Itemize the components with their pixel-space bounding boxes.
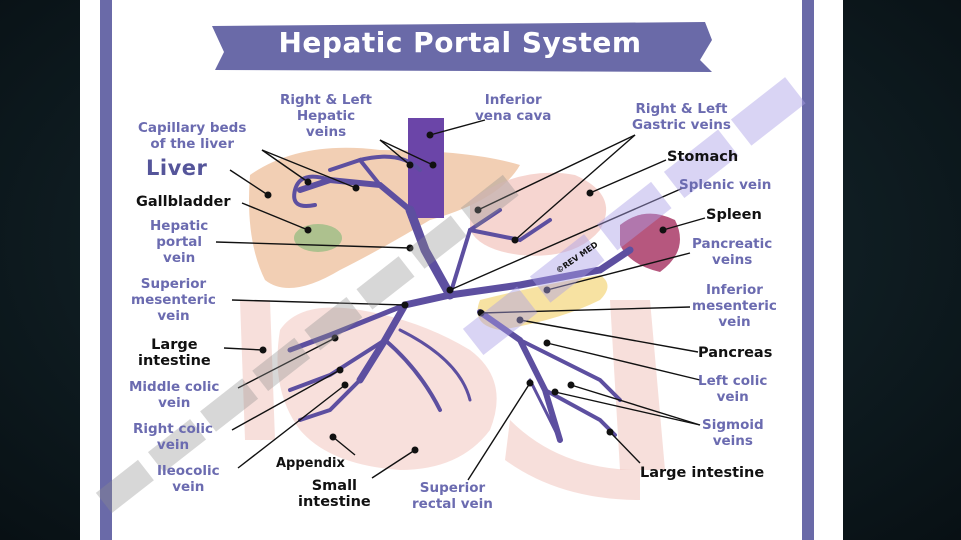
label-superior-mesenteric-vein: Superior mesenteric vein — [131, 276, 216, 324]
large-intestine-right-shape — [610, 300, 665, 470]
leader-lines — [215, 119, 706, 481]
leader-dots — [259, 131, 667, 454]
small-intestine-shape — [277, 307, 497, 470]
label-appendix: Appendix — [276, 456, 345, 471]
label-spleen: Spleen — [706, 207, 762, 223]
label-liver: Liver — [146, 156, 208, 180]
label-inferior-vena-cava: Inferior vena cava — [475, 92, 552, 124]
pancreas-shape — [477, 275, 608, 330]
label-ileocolic-vein: Ileocolic vein — [157, 463, 220, 495]
label-large-intestine-right: Large intestine — [640, 465, 765, 481]
label-right-left-hepatic-veins: Right & Left Hepatic veins — [280, 92, 373, 140]
label-right-left-gastric-veins: Right & Left Gastric veins — [632, 101, 731, 133]
label-inferior-mesenteric-vein: Inferior mesenteric vein — [692, 282, 777, 330]
label-right-colic-vein: Right colic vein — [133, 421, 213, 453]
gallbladder-shape — [294, 224, 342, 252]
label-splenic-vein: Splenic vein — [679, 177, 772, 193]
frame-left-border — [100, 0, 112, 540]
label-superior-rectal-vein: Superior rectal vein — [412, 480, 493, 512]
colon-bottom-shape — [505, 420, 640, 500]
inferior-vena-cava-shape — [408, 118, 444, 218]
label-pancreatic-veins: Pancreatic veins — [692, 236, 773, 268]
label-hepatic-portal-vein: Hepatic portal vein — [150, 218, 209, 266]
label-sigmoid-veins: Sigmoid veins — [702, 417, 764, 449]
label-pancreas: Pancreas — [698, 345, 773, 361]
page-title: Hepatic Portal System — [278, 26, 642, 59]
label-left-colic-vein: Left colic vein — [698, 373, 768, 405]
label-large-intestine-left: Large intestine — [138, 337, 211, 369]
frame-right-border — [802, 0, 814, 540]
title-banner — [212, 22, 712, 72]
label-capillary-beds: Capillary beds of the liver — [138, 120, 247, 152]
label-gallbladder: Gallbladder — [136, 194, 231, 210]
label-middle-colic-vein: Middle colic vein — [129, 379, 220, 411]
label-small-intestine: Small intestine — [298, 478, 371, 510]
large-intestine-left-shape — [240, 300, 275, 440]
label-stomach: Stomach — [667, 149, 739, 165]
